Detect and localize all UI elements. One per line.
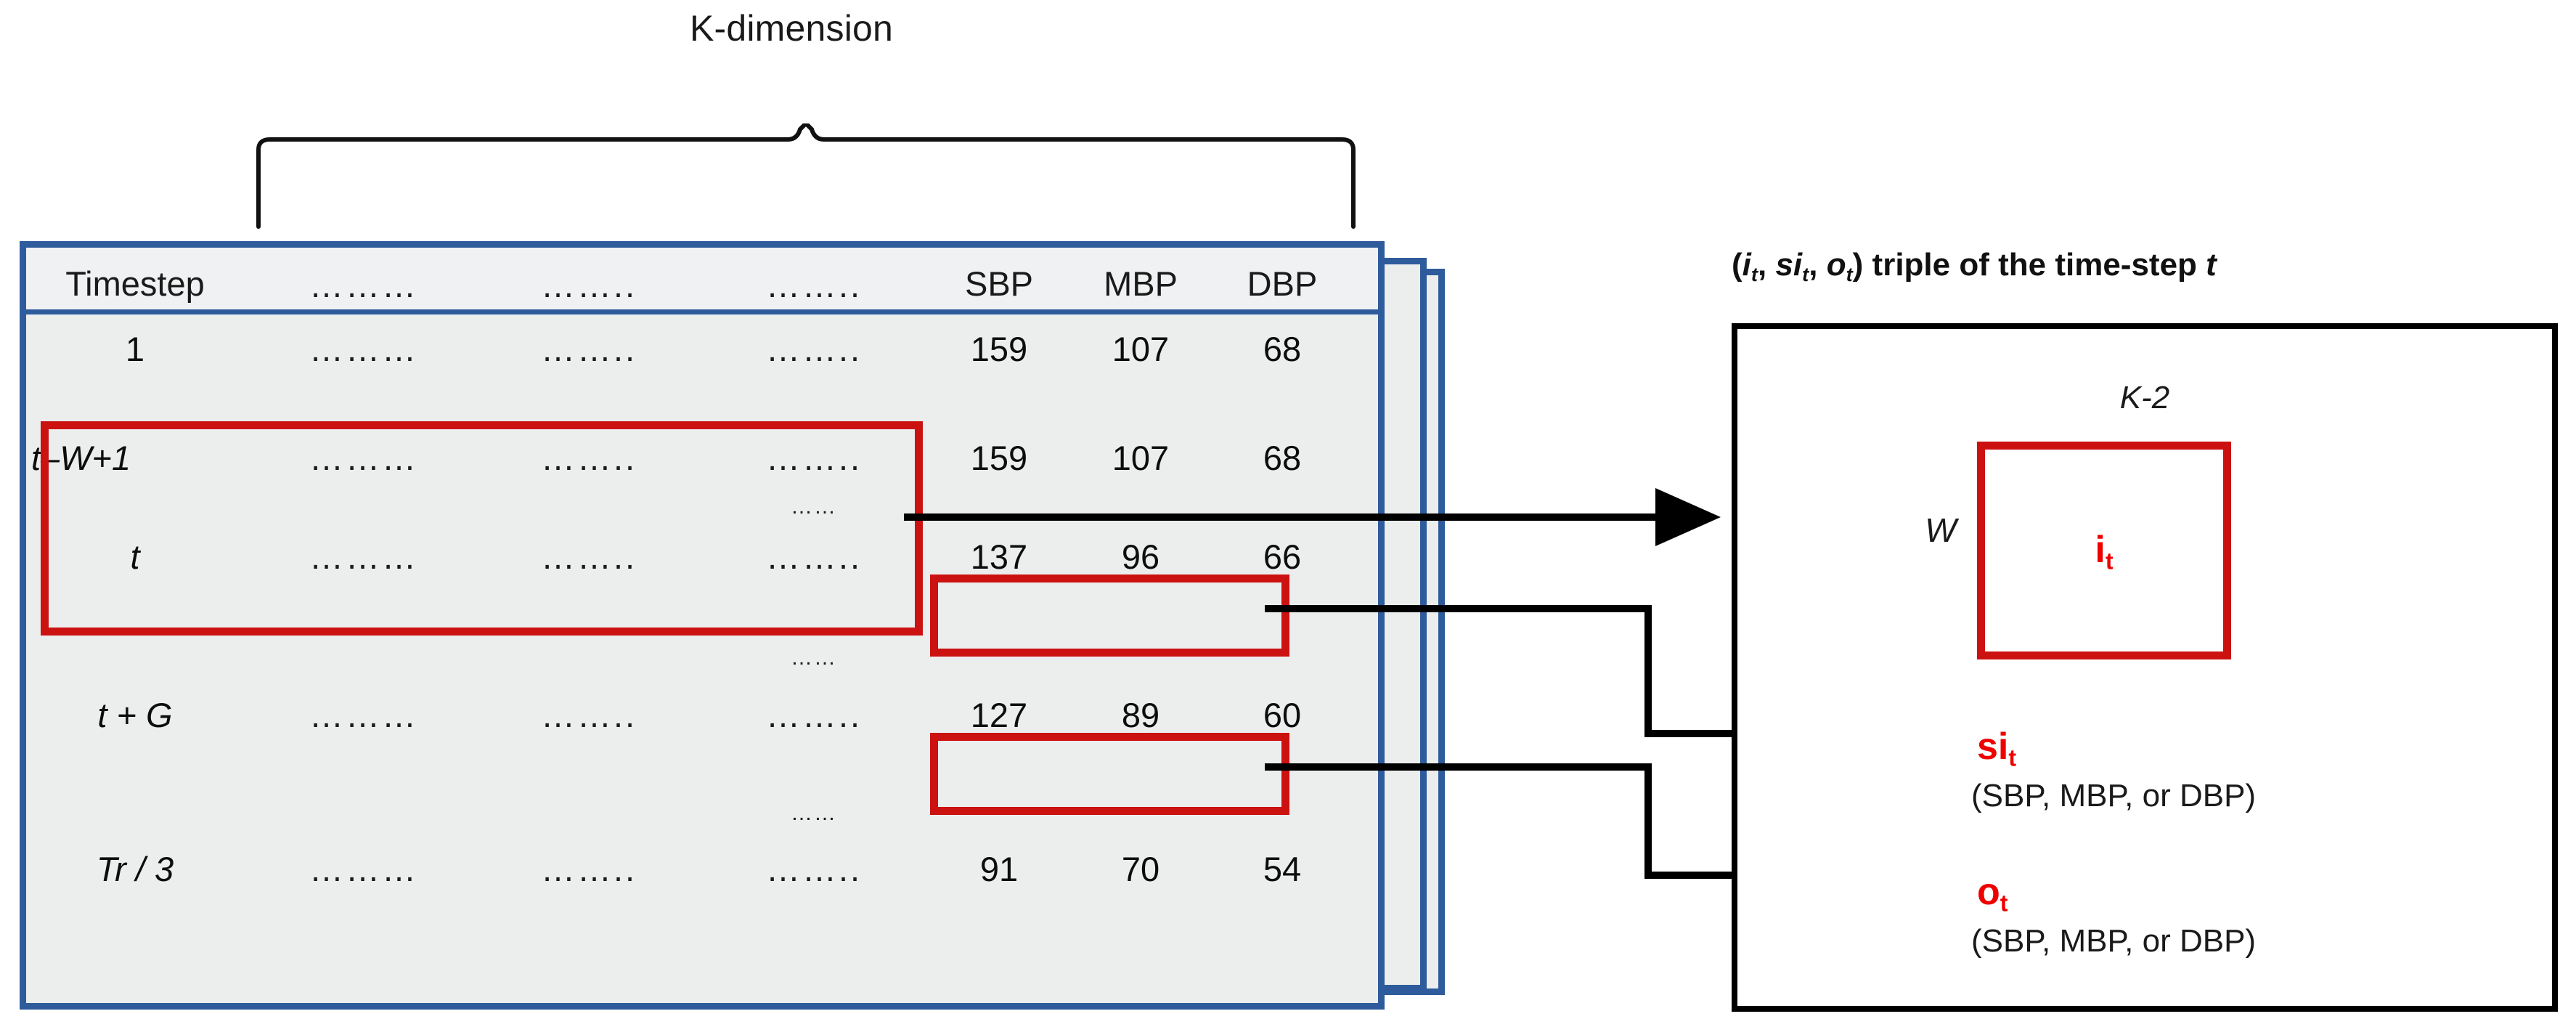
cell-dots-1: ……… — [309, 439, 418, 477]
o-note: (SBP, MBP, or DBP) — [1971, 923, 2257, 959]
row-ellipsis-separator: …… — [791, 801, 837, 825]
table-row: t + G ……… …….. …….. 127 89 60 — [26, 695, 1378, 746]
input-tensor-box: it — [1977, 442, 2231, 659]
cell-dots-2: …….. — [540, 330, 637, 368]
title-comma-2: , — [1809, 247, 1827, 283]
cell-mbp: 107 — [1112, 439, 1170, 477]
table-row: Tr / 3 ……… …….. …….. 91 70 54 — [26, 849, 1378, 900]
si-symbol-base: si — [1977, 726, 2009, 768]
o-value-highlight — [930, 733, 1289, 815]
title-o: o — [1826, 247, 1846, 283]
table-row: t–W+1 ……… …….. …….. 159 107 68 — [26, 438, 1378, 489]
row-ellipsis-separator: …… — [791, 646, 837, 670]
input-symbol-subscript: t — [2105, 548, 2114, 575]
si-symbol: sit — [1977, 725, 2016, 772]
cell-sbp: 159 — [970, 439, 1028, 477]
title-i-subscript: t — [1750, 263, 1758, 286]
o-symbol-base: o — [1977, 871, 2000, 913]
table-row: t ……… …….. …….. 137 96 66 — [26, 537, 1378, 588]
cell-timestep: Tr / 3 — [96, 850, 174, 888]
cell-dots-2: …….. — [540, 439, 637, 477]
title-i: i — [1742, 247, 1751, 283]
cell-mbp: 107 — [1112, 330, 1170, 368]
title-si: si — [1775, 247, 1803, 283]
cell-sbp: 91 — [979, 850, 1019, 888]
cell-dbp: 68 — [1263, 439, 1302, 477]
cell-dots-2: …….. — [540, 850, 637, 888]
cell-dots-3: …….. — [765, 537, 863, 576]
cell-mbp: 96 — [1121, 537, 1160, 576]
header-dots-2: …….. — [540, 266, 637, 304]
column-header-dbp: DBP — [1247, 264, 1318, 303]
column-header-sbp: SBP — [964, 264, 1034, 303]
w-window-label: W — [1925, 511, 1957, 549]
si-symbol-subscript: t — [2008, 744, 2017, 771]
header-dots-3: …….. — [765, 266, 863, 304]
title-rest: triple of the time-step — [1863, 247, 2206, 283]
cell-dots-2: …….. — [540, 537, 637, 576]
title-close: ) — [1852, 247, 1864, 283]
o-symbol-subscript: t — [2000, 890, 2008, 917]
input-symbol-base: i — [2095, 529, 2106, 571]
cell-dots-3: …….. — [765, 696, 863, 734]
column-header-timestep: Timestep — [65, 264, 205, 303]
cell-sbp: 137 — [970, 537, 1028, 576]
column-header-mbp: MBP — [1104, 264, 1178, 303]
cell-timestep: t + G — [97, 696, 173, 734]
cell-mbp: 89 — [1121, 696, 1160, 734]
cell-dots-1: ……… — [309, 537, 418, 576]
cell-timestep: t — [130, 537, 140, 576]
cell-dbp: 60 — [1263, 696, 1302, 734]
cell-dots-3: …….. — [765, 850, 863, 888]
o-symbol: ot — [1977, 870, 2008, 917]
k2-dimension-label: K-2 — [2119, 380, 2170, 415]
cell-sbp: 127 — [970, 696, 1028, 734]
cell-dots-3: …….. — [765, 439, 863, 477]
cell-dots-2: …….. — [540, 696, 637, 734]
cell-dbp: 54 — [1263, 850, 1302, 888]
cell-dbp: 68 — [1263, 330, 1302, 368]
row-ellipsis-separator: …… — [791, 495, 837, 519]
k-dimension-brace — [256, 123, 1356, 229]
cell-sbp: 159 — [970, 330, 1028, 368]
title-o-subscript: t — [1846, 263, 1853, 286]
input-symbol: it — [1985, 528, 2223, 575]
table-row: 1 ……… …….. …….. 159 107 68 — [26, 329, 1378, 380]
title-t: t — [2206, 247, 2217, 283]
cell-mbp: 70 — [1121, 850, 1160, 888]
input-window-highlight — [41, 421, 923, 636]
table-header-row: Timestep ……… …….. …….. SBP MBP DBP — [26, 248, 1378, 314]
triple-definition-panel: K-2 W it sit (SBP, MBP, or DBP) ot (SBP,… — [1732, 323, 2558, 1012]
si-note: (SBP, MBP, or DBP) — [1971, 778, 2257, 813]
si-value-highlight — [930, 575, 1289, 657]
cell-timestep: 1 — [125, 330, 145, 368]
title-comma-1: , — [1757, 247, 1776, 283]
cell-dots-1: ……… — [309, 696, 418, 734]
right-panel-title: (it, sit, ot) triple of the time-step t — [1732, 247, 2574, 286]
cell-dbp: 66 — [1263, 537, 1302, 576]
k-dimension-label: K-dimension — [689, 8, 894, 49]
title-open: ( — [1732, 247, 1743, 283]
timeseries-table: Timestep ……… …….. …….. SBP MBP DBP 1 ………… — [20, 241, 1385, 1010]
cell-dots-1: ……… — [309, 850, 418, 888]
cell-dots-1: ……… — [309, 330, 418, 368]
title-si-subscript: t — [1802, 263, 1809, 286]
cell-dots-3: …….. — [765, 330, 863, 368]
header-dots-1: ……… — [309, 266, 418, 304]
